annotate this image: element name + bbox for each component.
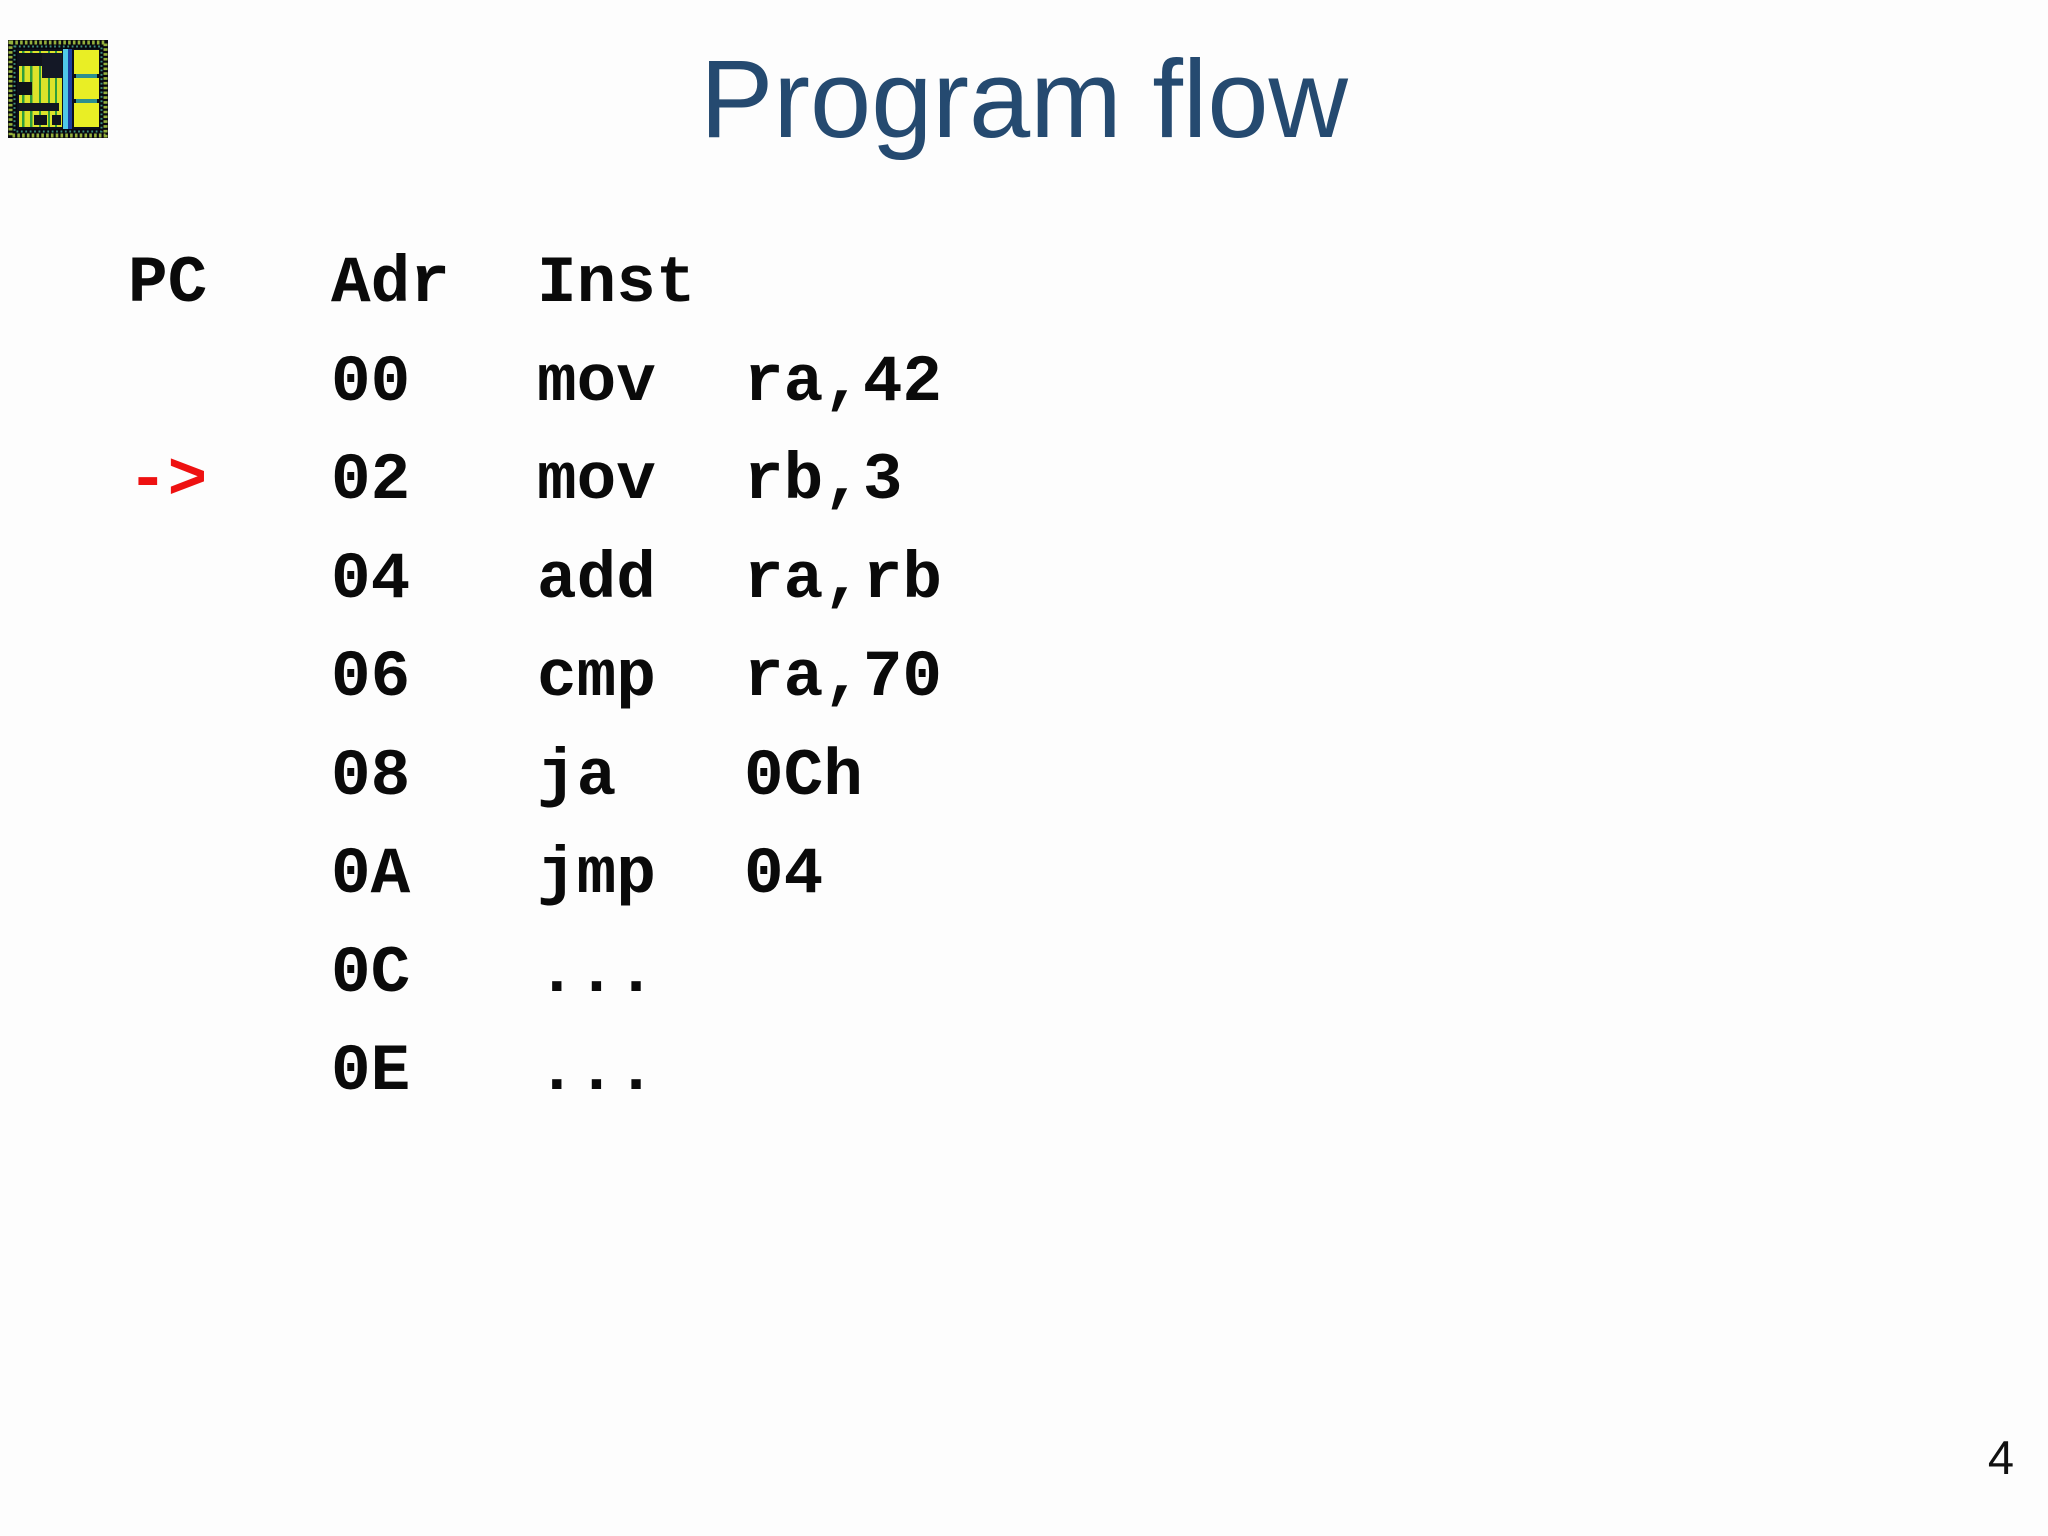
cell-mnemonic: mov bbox=[537, 443, 656, 518]
cell-address: 00 bbox=[331, 344, 411, 420]
cell-mnemonic: ... bbox=[537, 1034, 656, 1109]
listing-row: 08 ja 0Ch bbox=[128, 728, 1228, 827]
cell-address: 04 bbox=[331, 541, 411, 617]
program-counter-arrow: -> bbox=[128, 443, 208, 518]
header-inst: Inst bbox=[537, 246, 696, 321]
cell-address: 06 bbox=[331, 640, 411, 715]
chip-die-icon bbox=[8, 40, 108, 138]
cell-operand: rb,3 bbox=[744, 443, 903, 518]
listing-row: 04 add ra,rb bbox=[128, 531, 1228, 630]
page-number: 4 bbox=[1987, 1431, 2014, 1484]
cell-operand: 0Ch bbox=[744, 738, 863, 814]
listing-header-row: PC Adr Inst bbox=[128, 235, 1228, 334]
header-adr: Adr bbox=[331, 246, 450, 321]
cell-address: 0E bbox=[331, 1034, 411, 1109]
cell-address: 0C bbox=[331, 935, 411, 1011]
listing-row: 06 cmp ra,70 bbox=[128, 629, 1228, 728]
cell-mnemonic: ja bbox=[537, 738, 617, 814]
cell-mnemonic: mov bbox=[537, 344, 656, 420]
cell-address: 02 bbox=[331, 443, 411, 518]
cell-address: 08 bbox=[331, 738, 411, 814]
cell-mnemonic: ... bbox=[537, 935, 656, 1011]
listing-row-current: -> 02 mov rb,3 bbox=[128, 432, 1228, 531]
cell-mnemonic: jmp bbox=[537, 837, 656, 912]
program-listing: PC Adr Inst 00 mov ra,42 -> 02 mov rb,3 … bbox=[128, 235, 1228, 1122]
cell-operand: ra,70 bbox=[744, 640, 943, 715]
page-title: Program flow bbox=[700, 38, 1348, 161]
cell-operand: 04 bbox=[744, 837, 824, 912]
cell-mnemonic: cmp bbox=[537, 640, 656, 715]
header-pc: PC bbox=[128, 246, 208, 321]
listing-row: 0E ... bbox=[128, 1023, 1228, 1122]
cell-operand: ra,42 bbox=[744, 344, 943, 420]
listing-row: 0C ... bbox=[128, 925, 1228, 1024]
cell-mnemonic: add bbox=[537, 541, 656, 617]
listing-row: 00 mov ra,42 bbox=[128, 334, 1228, 433]
listing-row: 0A jmp 04 bbox=[128, 826, 1228, 925]
cell-address: 0A bbox=[331, 837, 411, 912]
cell-operand: ra,rb bbox=[744, 541, 943, 617]
